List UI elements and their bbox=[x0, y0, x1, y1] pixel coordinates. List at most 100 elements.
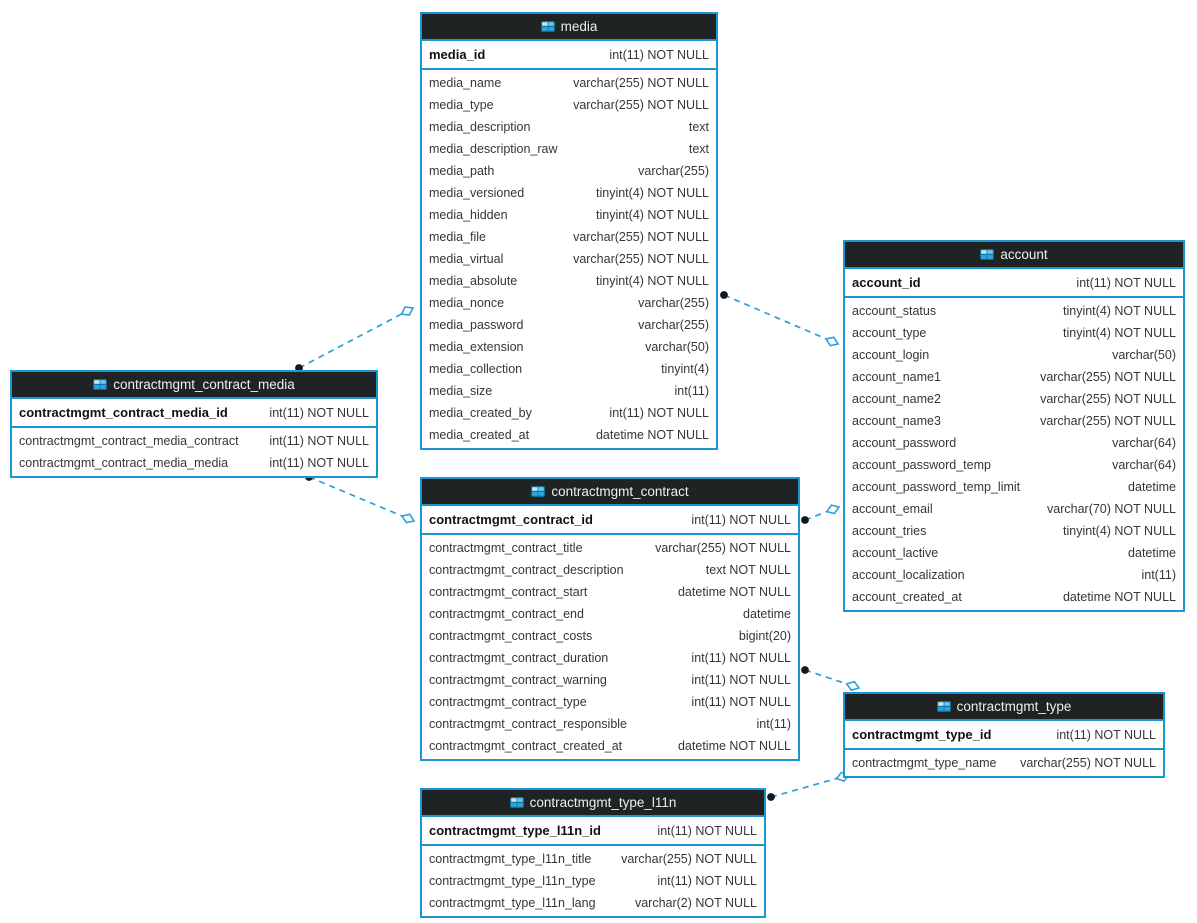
db-table-contractmgmt_type[interactable]: contractmgmt_type contractmgmt_type_id i… bbox=[843, 692, 1165, 778]
table-row[interactable]: contractmgmt_type_l11n_id int(11) NOT NU… bbox=[422, 818, 764, 843]
db-table-media[interactable]: media media_id int(11) NOT NULL media_na… bbox=[420, 12, 718, 450]
table-row[interactable]: media_nonce varchar(255) bbox=[422, 292, 716, 314]
table-row[interactable]: media_virtual varchar(255) NOT NULL bbox=[422, 248, 716, 270]
db-table-contractmgmt_contract[interactable]: contractmgmt_contract contractmgmt_contr… bbox=[420, 477, 800, 761]
column-name: contractmgmt_type_name bbox=[852, 756, 997, 770]
column-type: varchar(255) bbox=[638, 296, 709, 310]
column-type: int(11) NOT NULL bbox=[657, 823, 757, 838]
table-row[interactable]: contractmgmt_contract_id int(11) NOT NUL… bbox=[422, 507, 798, 532]
column-name: media_extension bbox=[429, 340, 524, 354]
table-row[interactable]: account_localization int(11) bbox=[845, 564, 1183, 586]
column-name: contractmgmt_contract_media_media bbox=[19, 456, 229, 470]
table-row[interactable]: contractmgmt_contract_media_contract int… bbox=[12, 430, 376, 452]
column-name: contractmgmt_contract_costs bbox=[429, 629, 593, 643]
column-type: int(11) NOT NULL bbox=[691, 651, 791, 665]
table-header[interactable]: media bbox=[422, 14, 716, 41]
table-row[interactable]: media_password varchar(255) bbox=[422, 314, 716, 336]
column-type: varchar(255) NOT NULL bbox=[1040, 414, 1176, 428]
column-name: media_id bbox=[429, 47, 486, 62]
table-row[interactable]: account_name3 varchar(255) NOT NULL bbox=[845, 410, 1183, 432]
column-type: datetime NOT NULL bbox=[1062, 590, 1176, 604]
column-name: contractmgmt_contract_responsible bbox=[429, 717, 628, 731]
db-table-contractmgmt_contract_media[interactable]: contractmgmt_contract_media contractmgmt… bbox=[10, 370, 378, 478]
table-row[interactable]: contractmgmt_contract_responsible int(11… bbox=[422, 713, 798, 735]
column-name: media_virtual bbox=[429, 252, 504, 266]
column-name: account_lactive bbox=[852, 546, 939, 560]
table-row[interactable]: contractmgmt_contract_created_at datetim… bbox=[422, 735, 798, 757]
table-row[interactable]: contractmgmt_contract_costs bigint(20) bbox=[422, 625, 798, 647]
primary-key-section: contractmgmt_type_l11n_id int(11) NOT NU… bbox=[422, 817, 764, 846]
column-type: varchar(50) bbox=[1112, 348, 1176, 362]
column-name: media_password bbox=[429, 318, 524, 332]
db-table-contractmgmt_type_l11n[interactable]: contractmgmt_type_l11n contractmgmt_type… bbox=[420, 788, 766, 918]
table-header[interactable]: account bbox=[845, 242, 1183, 269]
table-header[interactable]: contractmgmt_contract bbox=[422, 479, 798, 506]
table-header[interactable]: contractmgmt_type_l11n bbox=[422, 790, 764, 817]
column-type: datetime bbox=[1128, 546, 1176, 560]
table-row[interactable]: media_versioned tinyint(4) NOT NULL bbox=[422, 182, 716, 204]
relation-line-contractmgmt_contract-to-contractmgmt_type bbox=[804, 669, 847, 685]
table-row[interactable]: media_name varchar(255) NOT NULL bbox=[422, 72, 716, 94]
table-row[interactable]: account_created_at datetime NOT NULL bbox=[845, 586, 1183, 608]
table-row[interactable]: account_tries tinyint(4) NOT NULL bbox=[845, 520, 1183, 542]
relation-diamond-endpoint bbox=[400, 513, 416, 524]
column-name: contractmgmt_contract_media_id bbox=[19, 405, 228, 420]
columns-section: media_name varchar(255) NOT NULL media_t… bbox=[422, 70, 716, 448]
primary-key-section: contractmgmt_contract_id int(11) NOT NUL… bbox=[422, 506, 798, 535]
table-row[interactable]: contractmgmt_type_l11n_title varchar(255… bbox=[422, 848, 764, 870]
table-row[interactable]: media_file varchar(255) NOT NULL bbox=[422, 226, 716, 248]
table-row[interactable]: media_size int(11) bbox=[422, 380, 716, 402]
table-row[interactable]: contractmgmt_contract_description text N… bbox=[422, 559, 798, 581]
table-row[interactable]: media_created_at datetime NOT NULL bbox=[422, 424, 716, 446]
table-row[interactable]: contractmgmt_contract_media_media int(11… bbox=[12, 452, 376, 474]
table-row[interactable]: account_id int(11) NOT NULL bbox=[845, 270, 1183, 295]
column-type: varchar(255) bbox=[638, 318, 709, 332]
columns-section: contractmgmt_type_l11n_title varchar(255… bbox=[422, 846, 764, 916]
table-row[interactable]: contractmgmt_contract_duration int(11) N… bbox=[422, 647, 798, 669]
table-row[interactable]: account_name1 varchar(255) NOT NULL bbox=[845, 366, 1183, 388]
column-type: int(11) bbox=[1141, 568, 1176, 582]
column-type: int(11) NOT NULL bbox=[269, 434, 369, 448]
table-row[interactable]: contractmgmt_contract_media_id int(11) N… bbox=[12, 400, 376, 425]
table-row[interactable]: account_lactive datetime bbox=[845, 542, 1183, 564]
table-row[interactable]: contractmgmt_type_id int(11) NOT NULL bbox=[845, 722, 1163, 747]
column-name: media_hidden bbox=[429, 208, 508, 222]
table-row[interactable]: media_path varchar(255) bbox=[422, 160, 716, 182]
table-row[interactable]: media_type varchar(255) NOT NULL bbox=[422, 94, 716, 116]
table-header[interactable]: contractmgmt_contract_media bbox=[12, 372, 376, 399]
column-name: contractmgmt_contract_id bbox=[429, 512, 593, 527]
table-row[interactable]: contractmgmt_contract_start datetime NOT… bbox=[422, 581, 798, 603]
column-type: text bbox=[688, 142, 709, 156]
table-row[interactable]: contractmgmt_contract_end datetime bbox=[422, 603, 798, 625]
table-row[interactable]: account_password_temp varchar(64) bbox=[845, 454, 1183, 476]
column-type: int(11) NOT NULL bbox=[691, 673, 791, 687]
column-type: datetime bbox=[743, 607, 791, 621]
table-row[interactable]: contractmgmt_type_l11n_type int(11) NOT … bbox=[422, 870, 764, 892]
columns-section: contractmgmt_contract_media_contract int… bbox=[12, 428, 376, 476]
table-row[interactable]: media_absolute tinyint(4) NOT NULL bbox=[422, 270, 716, 292]
relation-line-contractmgmt_contract_media-to-media bbox=[298, 313, 402, 369]
table-row[interactable]: media_description_raw text bbox=[422, 138, 716, 160]
column-name: contractmgmt_contract_created_at bbox=[429, 739, 623, 753]
table-row[interactable]: account_type tinyint(4) NOT NULL bbox=[845, 322, 1183, 344]
table-row[interactable]: media_collection tinyint(4) bbox=[422, 358, 716, 380]
table-row[interactable]: account_login varchar(50) bbox=[845, 344, 1183, 366]
table-header[interactable]: contractmgmt_type bbox=[845, 694, 1163, 721]
table-row[interactable]: contractmgmt_contract_title varchar(255)… bbox=[422, 537, 798, 559]
db-table-account[interactable]: account account_id int(11) NOT NULL acco… bbox=[843, 240, 1185, 612]
table-row[interactable]: contractmgmt_contract_warning int(11) NO… bbox=[422, 669, 798, 691]
table-row[interactable]: media_created_by int(11) NOT NULL bbox=[422, 402, 716, 424]
table-row[interactable]: account_status tinyint(4) NOT NULL bbox=[845, 300, 1183, 322]
table-row[interactable]: media_description text bbox=[422, 116, 716, 138]
table-row[interactable]: contractmgmt_type_name varchar(255) NOT … bbox=[845, 752, 1163, 774]
column-name: contractmgmt_contract_warning bbox=[429, 673, 607, 687]
table-row[interactable]: contractmgmt_type_l11n_lang varchar(2) N… bbox=[422, 892, 764, 914]
table-row[interactable]: account_password varchar(64) bbox=[845, 432, 1183, 454]
table-row[interactable]: account_password_temp_limit datetime bbox=[845, 476, 1183, 498]
table-row[interactable]: account_name2 varchar(255) NOT NULL bbox=[845, 388, 1183, 410]
table-row[interactable]: contractmgmt_contract_type int(11) NOT N… bbox=[422, 691, 798, 713]
table-row[interactable]: media_hidden tinyint(4) NOT NULL bbox=[422, 204, 716, 226]
table-row[interactable]: media_id int(11) NOT NULL bbox=[422, 42, 716, 67]
table-row[interactable]: account_email varchar(70) NOT NULL bbox=[845, 498, 1183, 520]
table-row[interactable]: media_extension varchar(50) bbox=[422, 336, 716, 358]
